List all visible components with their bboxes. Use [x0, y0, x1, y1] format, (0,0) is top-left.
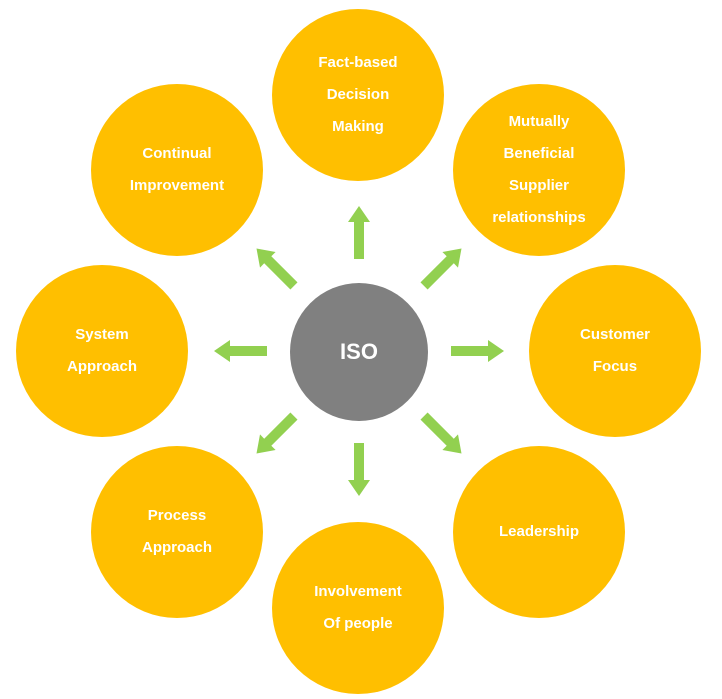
principle-process-approach: Process Approach	[91, 446, 263, 618]
arrow-left-icon	[214, 340, 267, 362]
principle-label: Process Approach	[141, 507, 212, 556]
principle-leadership: Leadership	[453, 446, 625, 618]
principle-customer-focus: Customer Focus	[529, 265, 701, 437]
arrow-down-left-icon	[256, 412, 298, 454]
principle-label: Leadership	[498, 523, 580, 540]
arrow-up-left-icon	[256, 248, 298, 290]
arrow-down-icon	[348, 443, 370, 496]
arrow-up-icon	[348, 206, 370, 259]
principle-mutually-beneficial-supplier-relationships: Mutually Beneficial Supplier relationshi…	[453, 84, 625, 256]
principle-continual-improvement: Continual Improvement	[91, 84, 263, 256]
principle-label: Customer Focus	[579, 326, 650, 375]
principle-fact-based-decision-making: Fact-based Decision Making	[272, 9, 444, 181]
arrow-down-right-icon	[420, 412, 462, 454]
arrow-right-icon	[451, 340, 504, 362]
principle-label: Continual Improvement	[129, 145, 225, 194]
center-label: ISO	[340, 339, 378, 364]
principle-label: Involvement Of people	[314, 583, 402, 632]
arrow-up-right-icon	[420, 248, 462, 290]
iso-center-node: ISO	[290, 283, 428, 421]
principle-label: Mutually Beneficial Supplier relationshi…	[492, 113, 586, 226]
principle-system-approach: System Approach	[16, 265, 188, 437]
principle-label: System Approach	[66, 326, 137, 375]
principle-involvement-of-people: Involvement Of people	[272, 522, 444, 694]
principle-label: Fact-based Decision Making	[318, 54, 398, 135]
